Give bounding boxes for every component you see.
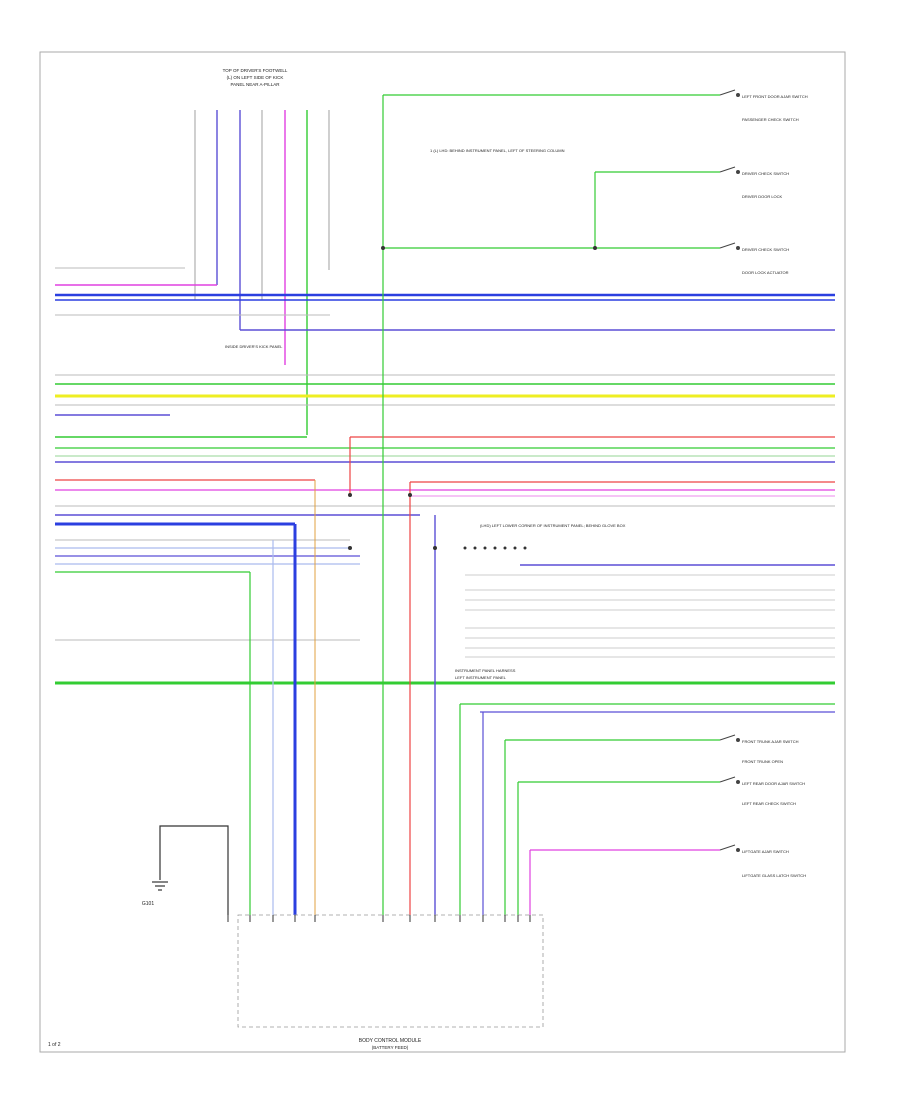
dash-harness-label-1: INSTRUMENT PANEL HARNESS xyxy=(455,668,516,673)
top-connector-wires xyxy=(194,110,330,435)
splice-dots xyxy=(348,246,597,550)
left-note: INSIDE DRIVER'S KICK PANEL xyxy=(225,344,283,349)
switch-5-title: LEFT REAR DOOR AJAR SWITCH xyxy=(742,781,805,786)
module-pin-ticks xyxy=(227,915,531,922)
switch-3-subtitle: DOOR LOCK ACTUATOR xyxy=(742,270,789,275)
switch-5-subtitle: LEFT REAR CHECK SWITCH xyxy=(742,801,796,806)
right-stub-wires xyxy=(465,574,835,658)
top-connector-title-2: (L) ON LEFT SIDE OF KICK xyxy=(227,75,284,80)
switch-1-subtitle: PASSENGER CHECK SWITCH xyxy=(742,117,799,122)
switch-3-title: DRIVER CHECK SWITCH xyxy=(742,247,789,252)
horizontal-wires xyxy=(55,267,835,713)
ground-icon xyxy=(152,881,168,891)
page-label: 1 of 2 xyxy=(48,1042,61,1048)
body-control-module xyxy=(237,914,544,1028)
switch-6-title: LIFTGATE AJAR SWITCH xyxy=(742,849,789,854)
switch-feed-wires xyxy=(383,94,720,851)
ground-label: G101 xyxy=(142,901,154,907)
switch-6-subtitle: LIFTGATE GLASS LATCH SWITCH xyxy=(742,873,806,878)
ground-wire xyxy=(159,825,229,915)
lower-note: (LHD) LEFT LOWER CORNER OF INSTRUMENT PA… xyxy=(480,523,626,528)
top-connector-title-3: PANEL NEAR A-PILLAR xyxy=(230,82,280,87)
module-drop-wires xyxy=(249,95,531,915)
module-subtitle: (BATTERY FEED) xyxy=(372,1045,409,1050)
diagram-border xyxy=(39,51,846,1053)
upper-note: 1 (L) LHD: BEHIND INSTRUMENT PANEL, LEFT… xyxy=(430,148,565,153)
switch-1-title: LEFT FRONT DOOR AJAR SWITCH xyxy=(742,94,808,99)
switch-2-title: DRIVER CHECK SWITCH xyxy=(742,171,789,176)
dash-harness-label-2: LEFT INSTRUMENT PANEL xyxy=(455,675,507,680)
switch-4-subtitle: FRONT TRUNK OPEN xyxy=(742,759,783,764)
switch-2-subtitle: DRIVER DOOR LOCK xyxy=(742,194,783,199)
switch-symbols xyxy=(719,89,740,852)
top-connector-title-1: TOP OF DRIVER'S FOOTWELL xyxy=(223,68,288,73)
switch-4-title: FRONT TRUNK AJAR SWITCH xyxy=(742,739,799,744)
module-name: BODY CONTROL MODULE xyxy=(359,1038,422,1044)
